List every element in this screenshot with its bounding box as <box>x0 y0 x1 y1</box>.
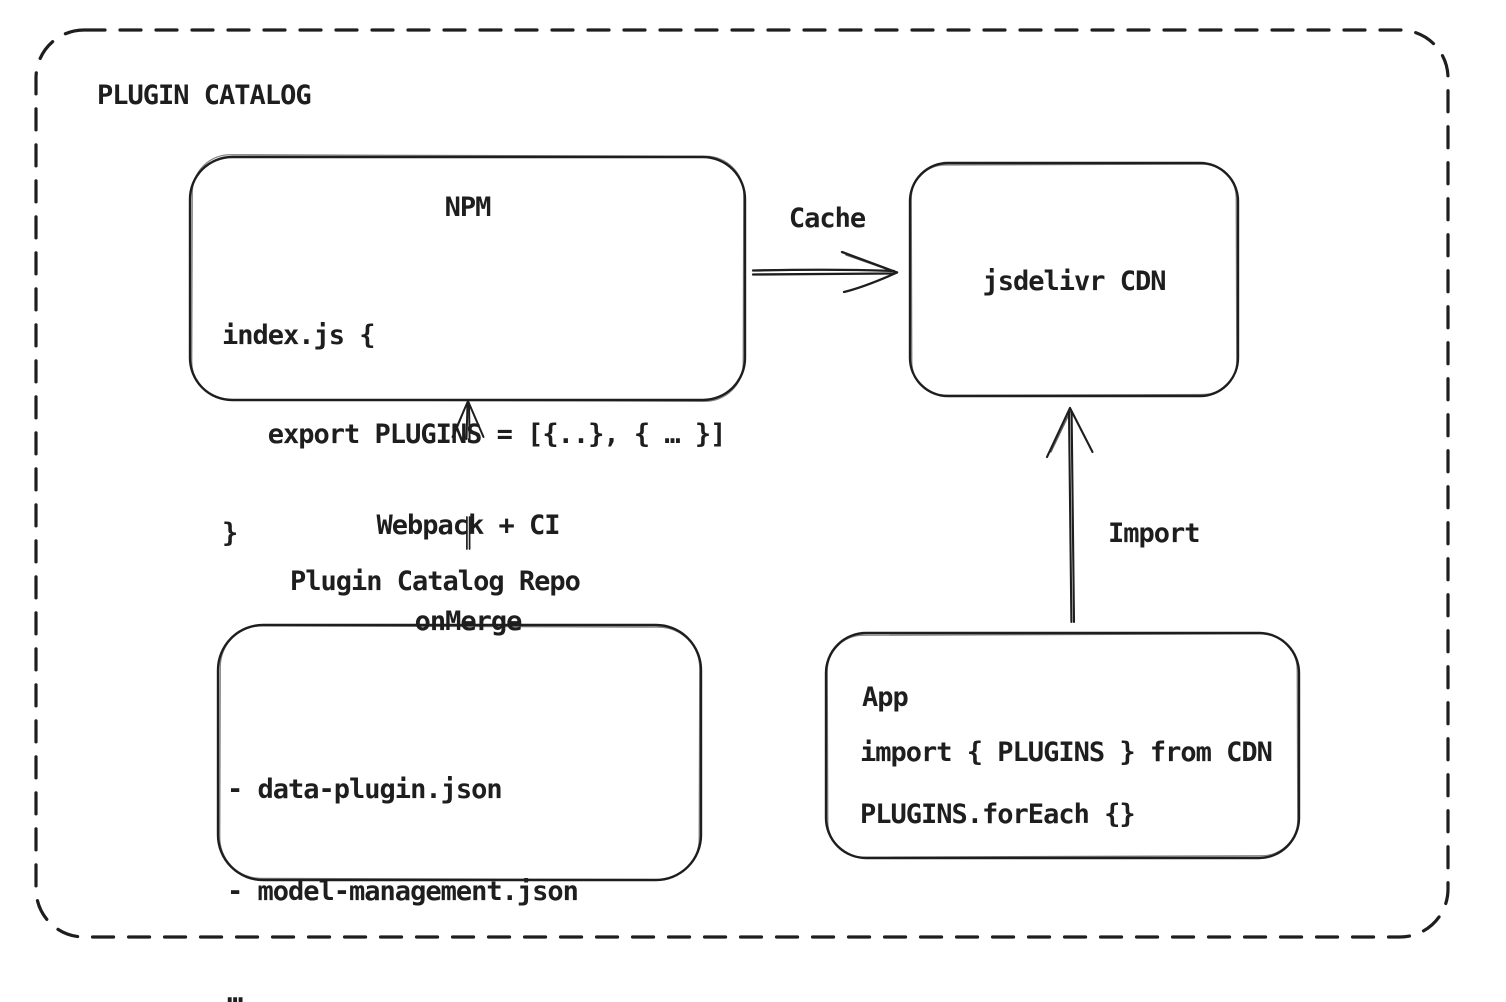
cache-arrow-label: Cache <box>788 203 866 234</box>
diagram-title: PLUGIN CATALOG <box>97 80 312 111</box>
repo-title: Plugin Catalog Repo <box>290 566 581 597</box>
import-arrow-label: Import <box>1108 518 1201 549</box>
npm-code: index.js { export PLUGINS = [{..}, { … }… <box>222 253 727 616</box>
app-box <box>824 631 1301 860</box>
npm-code-line: } <box>222 518 238 549</box>
build-arrow-label: Webpack + CI onMerge <box>368 446 568 702</box>
cache-arrow <box>751 250 899 294</box>
app-code-line: PLUGINS.forEach {} <box>860 799 1136 830</box>
repo-file-item: … <box>227 978 243 1002</box>
repo-file-item: - model-management.json <box>227 876 579 907</box>
repo-box <box>216 623 703 882</box>
build-arrow-label-line1: Webpack + CI <box>376 510 560 541</box>
npm-title: NPM <box>444 192 492 223</box>
import-arrow <box>1045 406 1094 624</box>
repo-file-list: - data-plugin.json - model-management.js… <box>227 705 579 1002</box>
npm-code-line: export PLUGINS = [{..}, { … }] <box>222 419 727 450</box>
build-arrow <box>451 400 485 440</box>
npm-code-line: index.js { <box>222 320 376 351</box>
build-connector <box>466 516 471 550</box>
cdn-label: jsdelivr CDN <box>982 266 1166 297</box>
catalog-boundary <box>34 28 1450 939</box>
app-code-line: import { PLUGINS } from CDN <box>860 737 1273 768</box>
build-arrow-label-line2: onMerge <box>414 606 523 637</box>
cdn-box <box>908 161 1240 398</box>
app-title: App <box>862 682 909 713</box>
repo-file-item: - data-plugin.json <box>227 774 503 805</box>
